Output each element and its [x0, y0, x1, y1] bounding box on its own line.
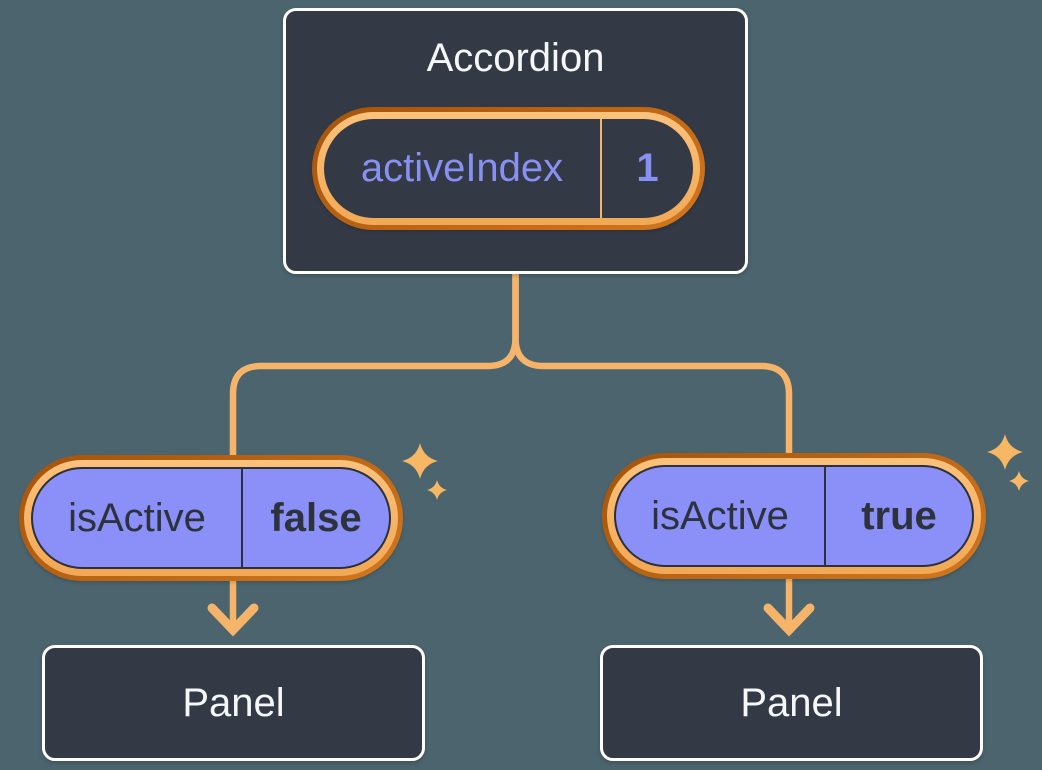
- sparkle-icon-right-pill: [987, 434, 1029, 491]
- state-pill: activeIndex 1: [312, 107, 705, 230]
- prop-pill-right-label: isActive: [651, 493, 789, 538]
- panel-box-left: Panel: [42, 645, 425, 761]
- prop-pill-left-ring: isActive false: [24, 460, 398, 576]
- prop-pill-right: isActive true: [602, 453, 986, 579]
- connector-branch-right: [512, 272, 793, 470]
- state-pill-label: activeIndex: [360, 146, 564, 190]
- state-pill-ring: activeIndex 1: [317, 112, 700, 225]
- prop-pill-left-divider: [241, 469, 243, 567]
- prop-pill-right-divider: [824, 467, 826, 565]
- prop-pill-left: isActive false: [19, 455, 403, 581]
- arrow-right-head-icon: [763, 603, 815, 637]
- connector-branch-left: [229, 272, 519, 470]
- panel-label-right: Panel: [740, 680, 843, 725]
- arrow-left-head-icon: [207, 603, 259, 637]
- prop-pill-left-value: false: [270, 495, 362, 540]
- prop-pill-right-value: true: [861, 493, 937, 538]
- prop-pill-right-ring: isActive true: [607, 458, 981, 574]
- panel-box-right: Panel: [600, 645, 983, 761]
- prop-pill-left-label: isActive: [68, 495, 206, 540]
- accordion-title: Accordion: [426, 36, 605, 80]
- state-pill-value: 1: [636, 146, 659, 190]
- panel-label-left: Panel: [182, 680, 285, 725]
- state-pill-divider: [600, 119, 602, 218]
- sparkle-icon-left-pill: [402, 443, 447, 500]
